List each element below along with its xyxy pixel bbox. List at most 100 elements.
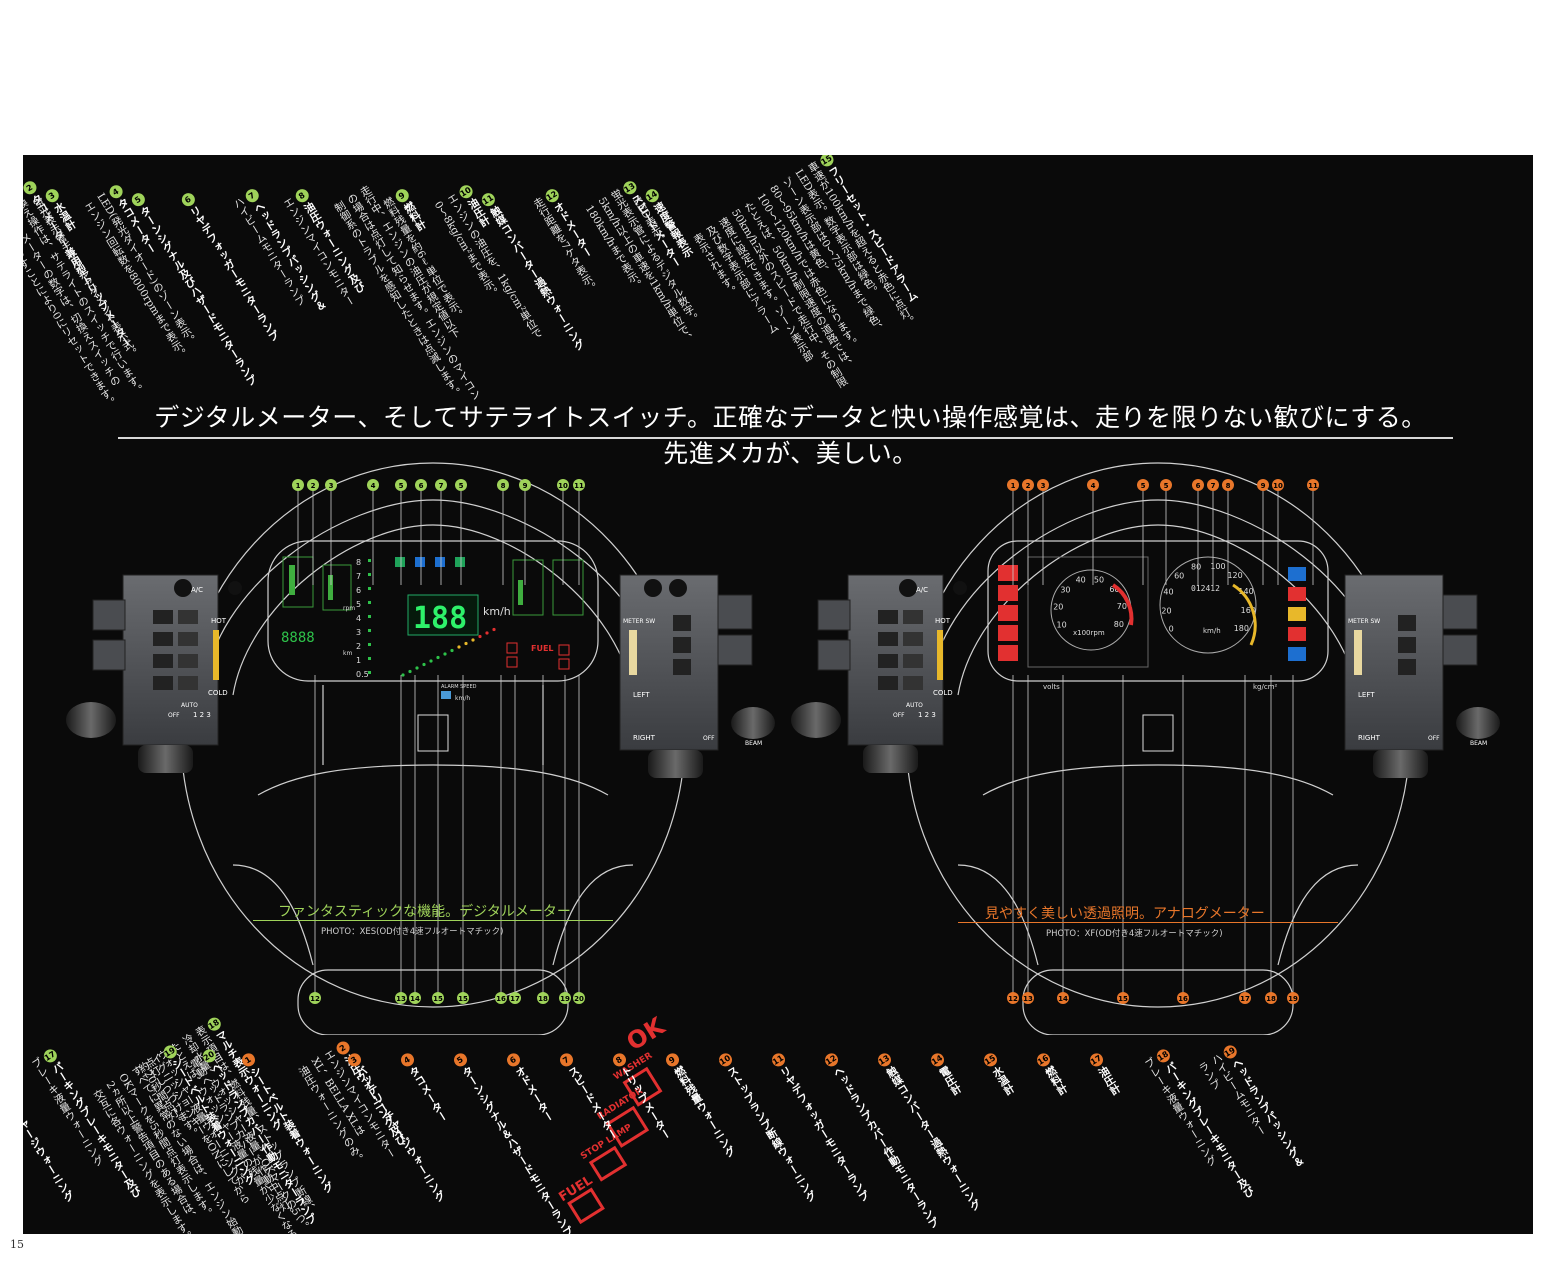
left-callout-top: 9 [523, 482, 528, 490]
right-callout-bottom: 12 [1008, 995, 1018, 1003]
tacho-led [368, 559, 371, 562]
multi-warning-stamp: FUEL STOP LAMP RADIATOR WASHER OK [556, 1011, 671, 1225]
left-callout-bottom: 20 [574, 995, 584, 1003]
right-callout-top-dot [1207, 479, 1219, 491]
fan-label-right: 1 2 3 [918, 711, 936, 719]
speed-zone-leds [401, 627, 496, 677]
tacho-led [368, 573, 371, 576]
left-callout-bottom-dot [432, 992, 444, 1004]
left-callout-top: 5 [399, 482, 404, 490]
tacho-dial-label: 50 [1094, 575, 1104, 584]
left-callout-bottom: 12 [310, 995, 320, 1003]
right-callout-top-dot [1160, 479, 1172, 491]
left-callout-bottom: 15 [433, 995, 443, 1003]
zone-led [401, 673, 405, 677]
bottom-note-title: タコメーター [406, 1064, 451, 1124]
zone-led [408, 669, 412, 674]
zone-led [485, 631, 489, 635]
cold-label: COLD [208, 689, 228, 697]
speed-dial-label: 0 [1169, 625, 1174, 634]
zone-led [415, 666, 419, 670]
right-callout-top: 5 [1164, 482, 1169, 490]
fan-label: 1 2 3 [193, 711, 211, 719]
tacho-led [368, 587, 371, 590]
right-callout-top-dot [1257, 479, 1269, 491]
left-callout-bottom: 15 [458, 995, 468, 1003]
headline: デジタルメーター、そしてサテライトスイッチ。正確なデータと快い操作感覚は、走りを… [154, 403, 1427, 468]
right-satellite-right-pod: METER SW LEFT RIGHT OFF BEAM [1344, 574, 1500, 778]
right-callout-bottom-dot [1239, 992, 1251, 1004]
volts-label: volts [1043, 683, 1060, 691]
left-callout-top-dot [395, 479, 407, 491]
left-callout-bottom-dot [457, 992, 469, 1004]
right-callout-top: 5 [1141, 482, 1146, 490]
hot-label: HOT [211, 617, 227, 625]
left-callout-bottom-dot [495, 992, 507, 1004]
spread-panel: 1電圧計電圧を、8～16Vまで表示。2タコメーター兼用型トリップメーター切換え操… [23, 155, 1533, 1234]
left-callout-bottom-dot [309, 992, 321, 1004]
left-callout-top: 6 [419, 482, 424, 490]
bottom-note-title: 燃料計 [1042, 1064, 1070, 1098]
hot-label-right: HOT [935, 617, 951, 625]
right-callout-top: 3 [1041, 482, 1046, 490]
right-callout-bottom: 17 [1240, 995, 1250, 1003]
tacho-dial-label: 80 [1114, 620, 1124, 629]
left-callout-top-dot [435, 479, 447, 491]
auto-label: AUTO [181, 702, 198, 709]
right-callout-top-dot [1007, 479, 1019, 491]
left-callout-top-dot [557, 479, 569, 491]
left-callout-bottom-dot [409, 992, 421, 1004]
right-callout-top-dot [1192, 479, 1204, 491]
right-callout-top: 4 [1091, 482, 1096, 490]
tacho-tick-label: 4 [356, 614, 361, 623]
left-satellite-left-pod: A/C HOT COLD AUTO 1 2 3 OFF [66, 574, 242, 773]
bottom-note-title: スピードメーター [565, 1064, 621, 1142]
right-callout-top-dot [1272, 479, 1284, 491]
auto-label-right: AUTO [906, 702, 923, 709]
tacho-tick-label: 0.5 [356, 670, 369, 679]
bottom-note-title: ヘッドランプパッシング＆ [1229, 1056, 1307, 1170]
left-callout-top: 5 [459, 482, 464, 490]
top-notes: 1電圧計電圧を、8～16Vまで表示。2タコメーター兼用型トリップメーター切換え操… [23, 155, 1518, 411]
zone-led [436, 655, 440, 660]
left-callout-top-dot [367, 479, 379, 491]
zone-led [450, 648, 454, 653]
right-callout-top-dot [1222, 479, 1234, 491]
tacho-led [368, 629, 371, 632]
beam-label: BEAM [745, 740, 762, 747]
right-callout-bottom-dot [1007, 992, 1019, 1004]
left-callout-top: 3 [329, 482, 334, 490]
right-callout-bottom: 16 [1178, 995, 1188, 1003]
left-callout-top-dot [455, 479, 467, 491]
right-callout-bottom-dot [1265, 992, 1277, 1004]
right-callout-bottom: 14 [1058, 995, 1068, 1003]
right-caption: 見やすく美しい透過照明。アナログメーター [985, 906, 1265, 922]
tacho-dial-label: 60 [1109, 585, 1119, 594]
zone-led [492, 627, 496, 632]
bottom-note-title: オドメーター [512, 1064, 557, 1124]
headline-rule [118, 437, 1453, 439]
left-callout-bottom: 19 [560, 995, 570, 1003]
off-label: OFF [168, 712, 180, 719]
left-photo-note: PHOTO：XES(OD付き4速フルオートマチック) [321, 927, 504, 937]
left-callout-bottom-dot [537, 992, 549, 1004]
left-callout-top: 11 [574, 482, 584, 490]
left-wheel-outline [180, 462, 686, 1035]
right-wheel-outline [905, 462, 1411, 1035]
left-callout-top: 2 [311, 482, 316, 490]
right-callout-bottom-dot [1117, 992, 1129, 1004]
bottom-note-title: 触媒コンバーター過熱ウォーニング [883, 1064, 983, 1214]
meter-sw-label-right: METER SW [1348, 618, 1380, 625]
right-callout-top: 7 [1211, 482, 1216, 490]
speed-unit-right: km/h [1203, 627, 1221, 635]
right-callout-bottom-dot [1057, 992, 1069, 1004]
zone-led [422, 662, 426, 667]
right-callout-top: 10 [1273, 482, 1283, 490]
right-callout-top-dot [1307, 479, 1319, 491]
right-callout-bottom-dot [1022, 992, 1034, 1004]
right-callout-bottom: 13 [1023, 995, 1033, 1003]
